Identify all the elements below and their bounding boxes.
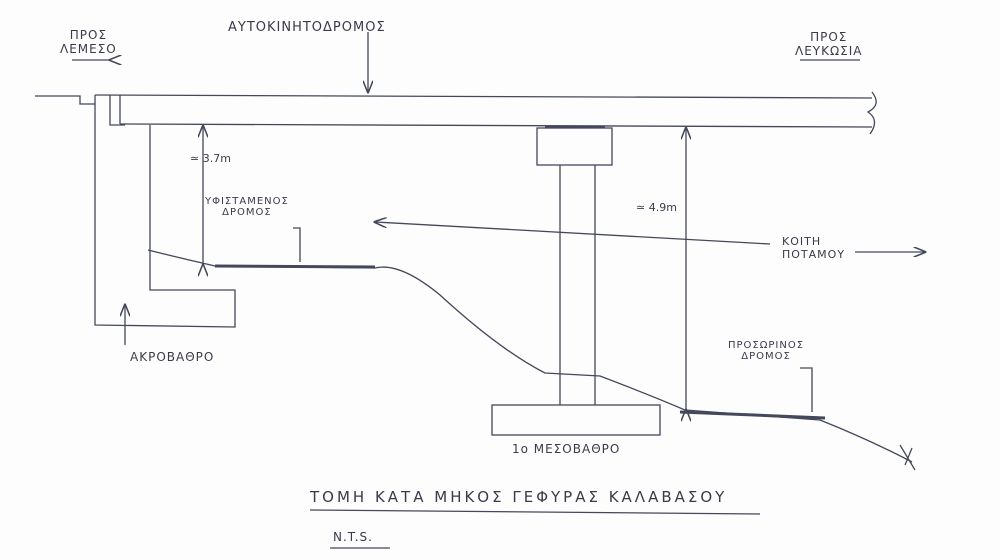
drawing-title: ΤΟΜΗ ΚΑΤΑ ΜΗΚΟΣ ΓΕΦΥΡΑΣ ΚΑΛΑΒΑΣΟΥ xyxy=(310,488,728,506)
to-limassol-line2: ΛΕΜΕΣΟ xyxy=(60,42,117,56)
pier-outline xyxy=(491,125,661,436)
temporary-road-label: ΠΡΟΣΩΡΙΝΟΣ ΔΡΟΜΟΣ xyxy=(728,340,804,362)
abutment-outline xyxy=(94,95,236,328)
temporary-road-line2: ΔΡΟΜΟΣ xyxy=(741,351,791,362)
riverbed-line2: ΠΟΤΑΜΟΥ xyxy=(782,248,846,261)
clearance-right-label: ≃ 4.9m xyxy=(636,201,677,214)
motorway-label: ΑΥΤΟΚΙΝΗΤΟΔΡΟΜΟΣ xyxy=(228,20,386,35)
riverbed-arrow-left xyxy=(375,222,771,245)
existing-road-surface xyxy=(214,264,376,269)
temporary-road-surface xyxy=(679,410,826,420)
riverbed-label: ΚΟΙΤΗ ΠΟΤΑΜΟΥ xyxy=(782,235,845,261)
temporary-road-leader xyxy=(800,367,813,412)
to-nicosia-line1: ΠΡΟΣ xyxy=(810,30,848,44)
bridge-deck xyxy=(35,91,877,135)
to-nicosia-label: ΠΡΟΣ ΛΕΥΚΩΣΙΑ xyxy=(795,30,863,58)
existing-road-leader xyxy=(293,227,301,262)
abutment-label: ΑΚΡΟΒΑΘΡΟ xyxy=(130,350,215,364)
temporary-road-line1: ΠΡΟΣΩΡΙΝΟΣ xyxy=(728,340,805,351)
ground-line xyxy=(147,249,913,463)
clearance-left-label: ≃ 3.7m xyxy=(190,152,231,165)
pier-label: 1ο ΜΕΣΟΒΑΘΡΟ xyxy=(512,442,621,456)
existing-road-line1: ΥΦΙΣΤΑΜΕΝΟΣ xyxy=(205,196,289,207)
scale-note: N.T.S. xyxy=(333,530,373,544)
to-limassol-line1: ΠΡΟΣ xyxy=(69,28,108,42)
title-underline xyxy=(309,509,761,515)
existing-road-label: ΥΦΙΣΤΑΜΕΝΟΣ ΔΡΟΜΟΣ xyxy=(205,196,289,218)
to-limassol-label: ΠΡΟΣ ΛΕΜΕΣΟ xyxy=(60,28,117,56)
to-nicosia-line2: ΛΕΥΚΩΣΙΑ xyxy=(795,44,863,58)
existing-road-line2: ΔΡΟΜΟΣ xyxy=(222,207,272,218)
riverbed-line1: ΚΟΙΤΗ xyxy=(782,235,822,248)
